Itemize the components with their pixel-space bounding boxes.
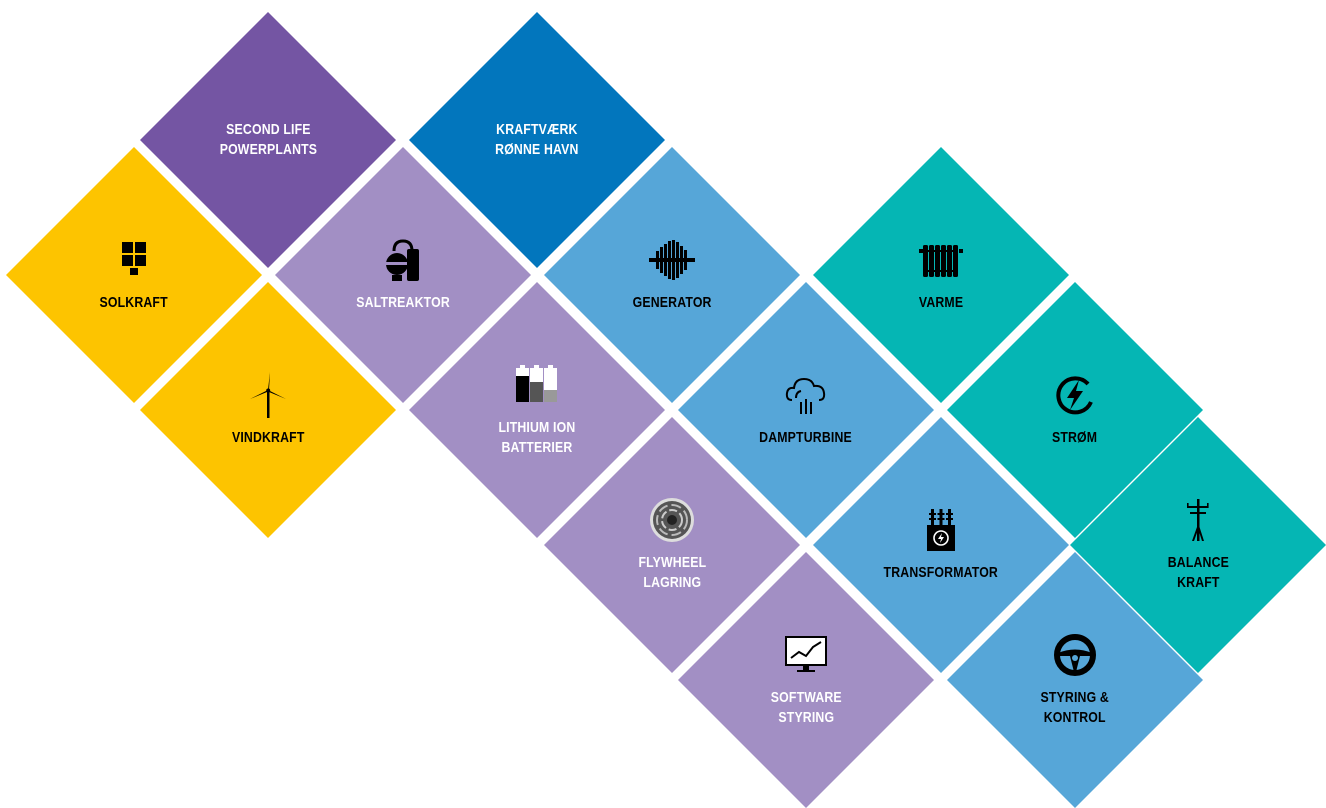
tile-diamond — [947, 552, 1203, 808]
steam-cloud-icon — [783, 372, 829, 418]
tile-label: VARME — [918, 294, 964, 311]
tile-diamond — [409, 282, 665, 538]
radiator-icon — [918, 237, 964, 283]
solar-panel-icon — [111, 237, 157, 283]
tile-strom: STRØM — [947, 282, 1203, 538]
transformer-icon — [918, 507, 964, 553]
chart-monitor-icon — [783, 632, 829, 678]
tile-saltreaktor: SALTREAKTOR — [275, 147, 531, 403]
tile-label: DAMPTURBINE — [759, 429, 853, 446]
tile-diamond — [544, 417, 800, 673]
tile-styring: STYRING &KONTROL — [947, 552, 1203, 808]
reactor-tank-icon — [380, 237, 426, 283]
tile-generator: GENERATOR — [544, 147, 800, 403]
tile-vindkraft: VINDKRAFT — [140, 282, 396, 538]
tile-label: TRANSFORMATOR — [883, 564, 999, 581]
steering-wheel-icon — [1052, 632, 1098, 678]
tile-diamond — [409, 12, 665, 268]
power-pole-icon — [1175, 497, 1221, 543]
tile-label: STRØM — [1052, 429, 1098, 446]
tile-solkraft: SOLKRAFT — [6, 147, 262, 403]
flywheel-icon — [649, 497, 695, 543]
tile-label: SALTREAKTOR — [356, 294, 450, 311]
tile-label: GENERATOR — [632, 294, 712, 311]
tile-dampturbine: DAMPTURBINE — [678, 282, 934, 538]
generator-icon — [649, 237, 695, 283]
tile-diamond — [275, 147, 531, 403]
lightning-icon — [1052, 372, 1098, 418]
tile-diamond — [1070, 417, 1326, 673]
wind-turbine-icon — [245, 372, 291, 418]
tile-label: VINDKRAFT — [231, 429, 305, 446]
tile-label: STYRING &KONTROL — [1040, 689, 1110, 726]
tile-transformator: TRANSFORMATOR — [813, 417, 1069, 673]
tile-diamond — [140, 12, 396, 268]
battery-cells-icon — [514, 362, 560, 408]
tile-label: SOLKRAFT — [99, 294, 169, 311]
tile-diamond — [947, 282, 1203, 538]
tile-diamond — [678, 552, 934, 808]
tile-varme: VARME — [813, 147, 1069, 403]
